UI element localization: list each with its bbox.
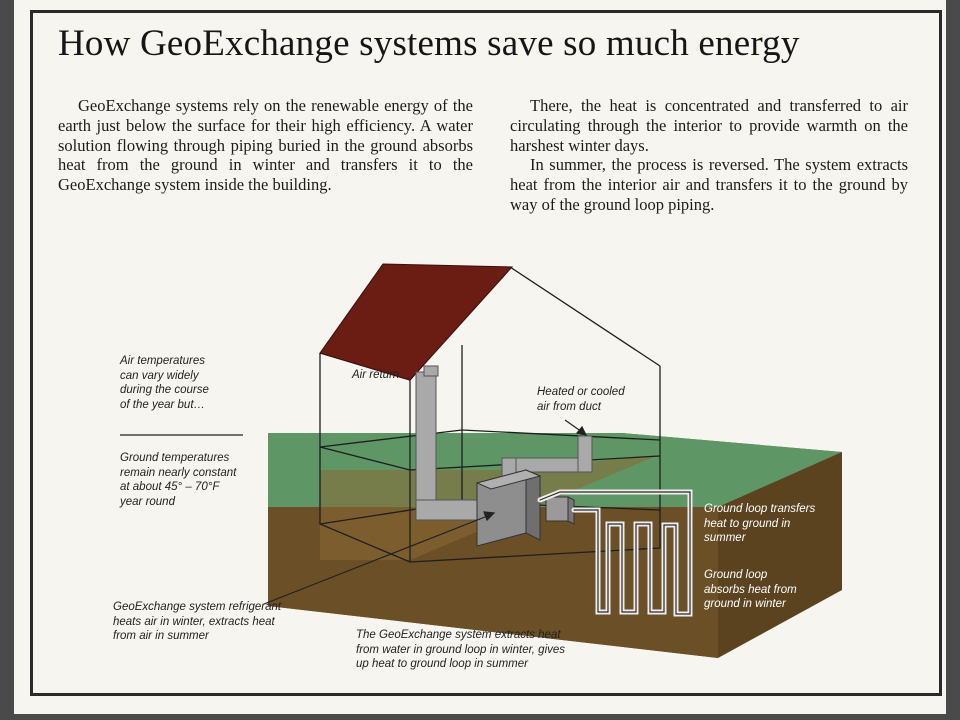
intro-right-paragraph-2: In summer, the process is reversed. The … — [510, 155, 908, 214]
callout-arrows — [263, 419, 588, 605]
page-title: How GeoExchange systems save so much ene… — [58, 23, 800, 64]
label-heated-cooled-air: Heated or cooled air from duct — [537, 386, 625, 413]
label-loop-summer: Ground loop transfers heat to ground in … — [704, 503, 816, 544]
intro-right-paragraph-1: There, the heat is concentrated and tran… — [510, 96, 908, 155]
label-extracts: The GeoExchange system extracts heat fro… — [356, 629, 566, 670]
label-loop-winter: Ground loop absorbs heat from ground in … — [704, 569, 797, 610]
intro-right-column: There, the heat is concentrated and tran… — [510, 96, 908, 215]
label-air-temperatures: Air temperatures can vary widely during … — [120, 355, 209, 411]
ground-loop-piping — [537, 489, 693, 617]
label-refrigerant: GeoExchange system refrigerant heats air… — [113, 601, 282, 642]
label-ground-temperatures: Ground temperatures remain nearly consta… — [120, 452, 237, 508]
loop-connection-box — [545, 496, 575, 525]
ground-block-side — [718, 452, 842, 658]
intro-left-paragraph: GeoExchange systems rely on the renewabl… — [58, 96, 473, 195]
supply-duct — [501, 435, 593, 479]
geoexchange-unit — [475, 469, 542, 547]
content-frame — [30, 10, 942, 696]
roof — [319, 263, 514, 381]
label-air-return: Air return — [352, 369, 400, 381]
intro-left-column: GeoExchange systems rely on the renewabl… — [58, 96, 473, 195]
air-return-duct — [415, 365, 487, 521]
